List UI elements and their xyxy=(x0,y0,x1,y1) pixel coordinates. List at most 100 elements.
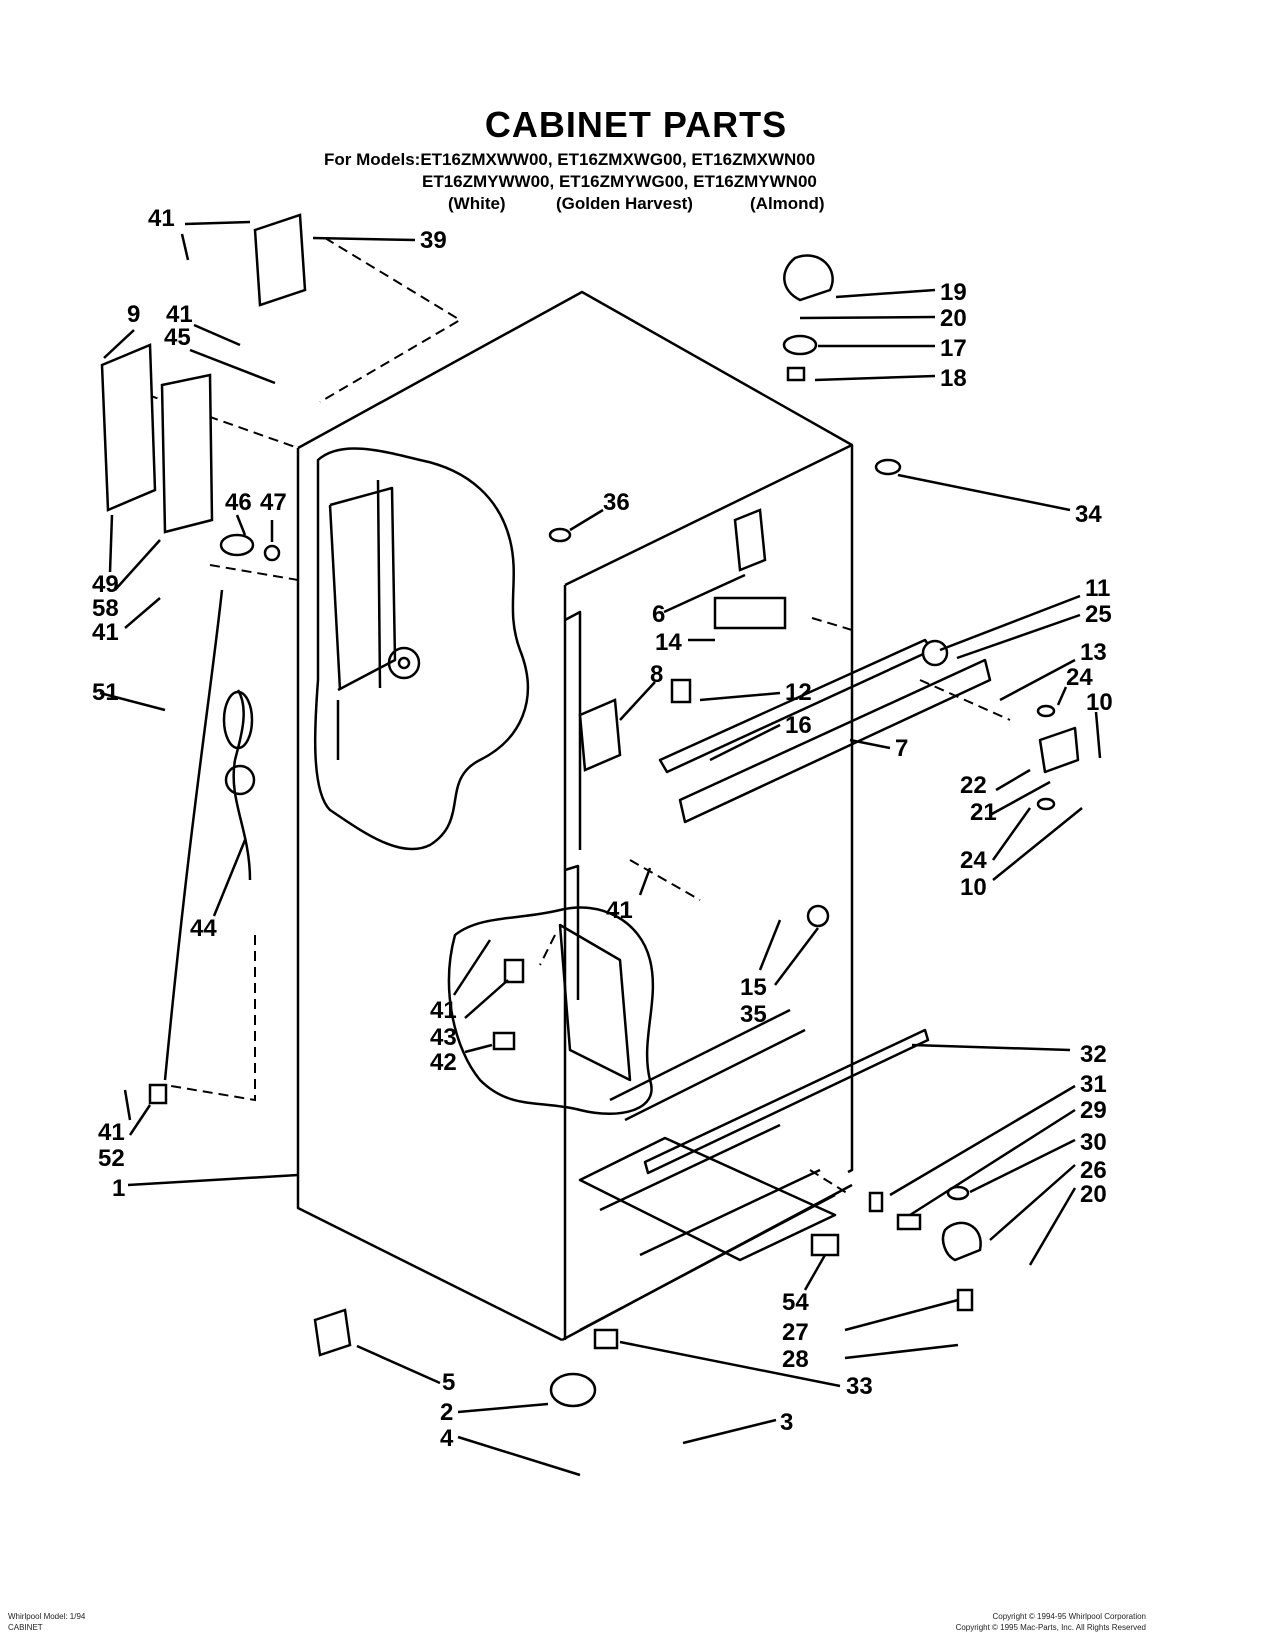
callout-21: 21 xyxy=(970,799,997,826)
drain-tube-51 xyxy=(163,589,224,1081)
callout-47: 47 xyxy=(260,489,287,516)
callout-19: 19 xyxy=(940,279,967,306)
callout-24-bottom: 24 xyxy=(960,847,987,874)
callout-41-second: 41 xyxy=(166,301,193,328)
callout-33: 33 xyxy=(846,1373,873,1400)
color-white: (White) xyxy=(448,194,506,213)
footer-left-line-2: CABINET xyxy=(8,1623,43,1632)
callout-39: 39 xyxy=(420,227,447,254)
callout-43: 43 xyxy=(430,1024,457,1051)
footer-copyright-2: Copyright © 1995 Mac-Parts, Inc. All Rig… xyxy=(955,1623,1146,1632)
cords-group xyxy=(163,589,256,1081)
washer-30 xyxy=(946,1185,970,1201)
callout-34: 34 xyxy=(1075,501,1102,528)
callout-8: 8 xyxy=(650,661,663,688)
callout-46: 46 xyxy=(225,489,252,516)
cabinet-body xyxy=(296,290,1080,1342)
callout-17: 17 xyxy=(940,335,967,362)
callout-15: 15 xyxy=(740,974,767,1001)
clip-12 xyxy=(670,678,692,704)
clip-42 xyxy=(492,1031,516,1051)
control-panel xyxy=(100,343,157,512)
parts-group xyxy=(100,213,1056,1408)
callout-41-top: 41 xyxy=(148,205,175,232)
plate-54 xyxy=(810,1233,840,1257)
callout-12: 12 xyxy=(785,679,812,706)
callout-4: 4 xyxy=(440,1425,454,1452)
gasket-58 xyxy=(160,373,214,534)
callout-1: 1 xyxy=(112,1175,125,1202)
callout-27: 27 xyxy=(782,1319,809,1346)
leader-dashes xyxy=(147,237,1011,1196)
models-line-1: For Models:ET16ZMXWW00, ET16ZMXWG00, ET1… xyxy=(324,150,816,169)
spacer-31 xyxy=(868,1191,884,1213)
callout-9: 9 xyxy=(127,301,140,328)
callout-54: 54 xyxy=(782,1289,809,1316)
footer-left-line-1: Whirlpool Model: 1/94 xyxy=(8,1612,86,1621)
clip-52 xyxy=(148,1083,168,1105)
shim-29 xyxy=(896,1213,922,1231)
plug-25 xyxy=(921,639,949,667)
callout-45: 45 xyxy=(164,324,191,351)
leveler-5 xyxy=(313,1308,352,1357)
callout-41-left: 41 xyxy=(92,619,119,646)
callout-22: 22 xyxy=(960,772,987,799)
callout-11: 11 xyxy=(1085,575,1110,602)
callout-31: 31 xyxy=(1080,1071,1107,1098)
leader-lines xyxy=(99,220,1102,1477)
hinge-cover xyxy=(783,254,834,302)
callout-41-bottom-left: 41 xyxy=(98,1119,125,1146)
washer-24b xyxy=(1036,797,1056,811)
callout-6: 6 xyxy=(652,601,665,628)
plug-35 xyxy=(806,904,830,928)
models-line-2: ET16ZMYWW00, ET16ZMYWG00, ET16ZMYWN00 xyxy=(422,172,817,191)
cabinet-front-edge xyxy=(296,448,563,1342)
color-almond: (Almond) xyxy=(750,194,825,213)
callout-7: 7 xyxy=(895,735,908,762)
plug-button xyxy=(874,458,902,476)
washer-24a xyxy=(1036,704,1056,718)
callout-18: 18 xyxy=(940,365,967,392)
callout-58: 58 xyxy=(92,595,119,622)
footer-copyright-1: Copyright © 1994-95 Whirlpool Corporatio… xyxy=(992,1612,1146,1621)
callout-44: 44 xyxy=(190,915,217,942)
callout-13: 13 xyxy=(1080,639,1107,666)
callout-2: 2 xyxy=(440,1399,453,1426)
plug-36 xyxy=(548,527,572,543)
callout-41-lower: 41 xyxy=(430,997,457,1024)
callout-29: 29 xyxy=(1080,1097,1107,1124)
door-stop-bracket xyxy=(733,508,767,572)
page-title: CABINET PARTS xyxy=(484,104,788,145)
callout-32: 32 xyxy=(1080,1041,1107,1068)
callout-24-top: 24 xyxy=(1066,664,1093,691)
callout-26: 26 xyxy=(1080,1157,1107,1184)
callout-5: 5 xyxy=(442,1369,455,1396)
callout-49: 49 xyxy=(92,571,119,598)
callout-20-top: 20 xyxy=(940,305,967,332)
callout-52: 52 xyxy=(98,1145,125,1172)
callout-42: 42 xyxy=(430,1049,457,1076)
cover-33 xyxy=(593,1328,619,1350)
callout-30: 30 xyxy=(1080,1129,1107,1156)
roller-2 xyxy=(549,1372,597,1408)
pin-27 xyxy=(956,1288,974,1312)
callout-16: 16 xyxy=(785,712,812,739)
vent-plate xyxy=(253,213,307,307)
power-cord-44 xyxy=(232,689,252,881)
callout-35: 35 xyxy=(740,1001,767,1028)
callout-25: 25 xyxy=(1085,601,1112,628)
callout-10-top: 10 xyxy=(1086,689,1113,716)
callout-10-bottom: 10 xyxy=(960,874,987,901)
color-golden-harvest: (Golden Harvest) xyxy=(556,194,693,213)
callout-41-center: 41 xyxy=(606,897,633,924)
lamp-socket xyxy=(219,533,255,557)
callout-14: 14 xyxy=(655,629,682,656)
callout-51: 51 xyxy=(92,679,119,706)
callout-labels: 41 39 9 41 45 19 20 17 18 34 46 47 36 49… xyxy=(92,205,1113,1452)
hinge-shim xyxy=(786,366,806,382)
callout-3: 3 xyxy=(780,1409,793,1436)
light-bulb xyxy=(263,544,281,562)
callout-36: 36 xyxy=(603,489,630,516)
callout-20-bottom: 20 xyxy=(1080,1181,1107,1208)
